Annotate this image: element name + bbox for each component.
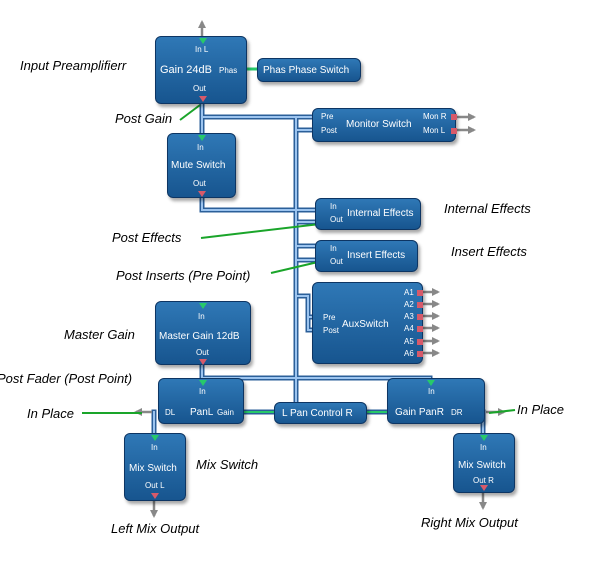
aux-out-a3: A3 <box>404 312 414 321</box>
pan-control-block[interactable]: L Pan Control R <box>274 402 367 424</box>
mix-switch-left-block[interactable]: In Mix Switch Out L <box>124 433 186 501</box>
gain-out-label: Out <box>193 84 206 93</box>
input-port-icon <box>199 38 207 44</box>
gain-label: Gain 24dB <box>160 64 212 76</box>
output-port-icon <box>417 314 423 320</box>
panr-in-label: In <box>428 387 435 396</box>
output-port-icon <box>417 326 423 332</box>
in-place-left-caption: In Place <box>27 406 74 421</box>
callout-lines <box>82 104 516 414</box>
output-port-icon <box>451 128 457 134</box>
master-gain-block[interactable]: In Master Gain 12dB Out <box>155 301 251 365</box>
mute-out-label: Out <box>193 179 206 188</box>
gain-block[interactable]: In L Gain 24dB Phas Out <box>155 36 247 104</box>
panr-dr-label: DR <box>451 408 463 417</box>
panl-block[interactable]: In DL PanL Gain <box>158 378 244 424</box>
panl-gain-label: Gain <box>217 408 234 417</box>
in-place-right-caption: In Place <box>517 402 564 417</box>
mix-switch-right-block[interactable]: In Mix Switch Out R <box>453 433 515 493</box>
post-effects-caption: Post Effects <box>112 230 182 245</box>
internal-effects-caption: Internal Effects <box>444 201 531 216</box>
right-mix-output-caption: Right Mix Output <box>421 515 518 530</box>
mix-switch-caption: Mix Switch <box>196 457 259 472</box>
output-port-icon <box>199 359 207 365</box>
insert-in-label: In <box>330 244 337 253</box>
master-gain-caption: Master Gain <box>64 327 135 342</box>
mixr-in-label: In <box>480 443 487 452</box>
monitor-switch-block[interactable]: Pre Post Monitor Switch Mon R Mon L <box>312 108 457 142</box>
mixl-label: Mix Switch <box>129 463 177 474</box>
insert-effects-label: Insert Effects <box>347 250 406 261</box>
panl-in-label: In <box>199 387 206 396</box>
monitor-monr-label: Mon R <box>423 112 447 121</box>
phase-switch-block[interactable]: Phas Phase Switch <box>257 58 361 82</box>
pan-control-label: L Pan Control R <box>282 408 353 419</box>
aux-post-label: Post <box>323 326 340 335</box>
output-port-icon <box>417 290 423 296</box>
mute-switch-label: Mute Switch <box>171 160 226 171</box>
internal-out-label: Out <box>330 215 343 224</box>
panl-dl-label: DL <box>165 408 176 417</box>
monitor-pre-label: Pre <box>321 112 334 121</box>
input-port-icon <box>480 435 488 441</box>
internal-in-label: In <box>330 202 337 211</box>
output-port-icon <box>480 485 488 491</box>
post-inserts-caption: Post Inserts (Pre Point) <box>116 268 251 283</box>
panr-label: Gain PanR <box>395 407 444 418</box>
panl-label: PanL <box>190 407 214 418</box>
internal-effects-label: Internal Effects <box>347 208 414 219</box>
output-port-icon <box>417 339 423 345</box>
mixl-out-label: Out L <box>145 481 165 490</box>
mute-switch-block[interactable]: In Mute Switch Out <box>167 133 236 198</box>
aux-switch-label: AuxSwitch <box>342 319 389 330</box>
input-port-icon <box>151 435 159 441</box>
insert-effects-block[interactable]: In Out Insert Effects <box>315 240 418 272</box>
input-port-icon <box>199 303 207 309</box>
panr-block[interactable]: In Gain PanR DR <box>387 378 485 424</box>
output-port-icon <box>198 191 206 197</box>
aux-out-a5: A5 <box>404 337 414 346</box>
master-in-label: In <box>198 312 205 321</box>
internal-effects-block[interactable]: In Out Internal Effects <box>315 198 421 230</box>
output-port-icon <box>451 114 457 120</box>
post-gain-caption: Post Gain <box>115 111 173 126</box>
output-port-icon <box>417 351 423 357</box>
aux-out-a6: A6 <box>404 349 414 358</box>
input-port-icon <box>199 380 207 386</box>
left-mix-output-caption: Left Mix Output <box>111 521 200 536</box>
monitor-monl-label: Mon L <box>423 126 446 135</box>
mixr-label: Mix Switch <box>458 460 506 471</box>
input-preamp-caption: Input Preamplifierr <box>20 58 127 73</box>
input-port-icon <box>427 380 435 386</box>
gain-phas-port-label: Phas <box>219 66 238 75</box>
aux-out-a1: A1 <box>404 288 414 297</box>
aux-pre-label: Pre <box>323 313 336 322</box>
monitor-switch-label: Monitor Switch <box>346 119 412 130</box>
insert-effects-caption: Insert Effects <box>451 244 527 259</box>
aux-switch-block[interactable]: Pre Post AuxSwitch A1 A2 A3 A4 A5 A6 <box>312 282 423 364</box>
input-port-icon <box>198 135 206 141</box>
master-out-label: Out <box>196 348 209 357</box>
master-gain-label: Master Gain 12dB <box>159 331 240 342</box>
phase-switch-label: Phas Phase Switch <box>263 65 350 76</box>
aux-out-a2: A2 <box>404 300 414 309</box>
output-port-icon <box>417 302 423 308</box>
output-port-icon <box>151 493 159 499</box>
mute-in-label: In <box>197 143 204 152</box>
mixr-out-label: Out R <box>473 476 494 485</box>
gain-in-label: In L <box>195 45 209 54</box>
mixl-in-label: In <box>151 443 158 452</box>
monitor-post-label: Post <box>321 126 338 135</box>
output-port-icon <box>199 96 207 102</box>
aux-out-a4: A4 <box>404 324 414 333</box>
insert-out-label: Out <box>330 257 343 266</box>
post-fader-caption: Post Fader (Post Point) <box>0 371 133 386</box>
